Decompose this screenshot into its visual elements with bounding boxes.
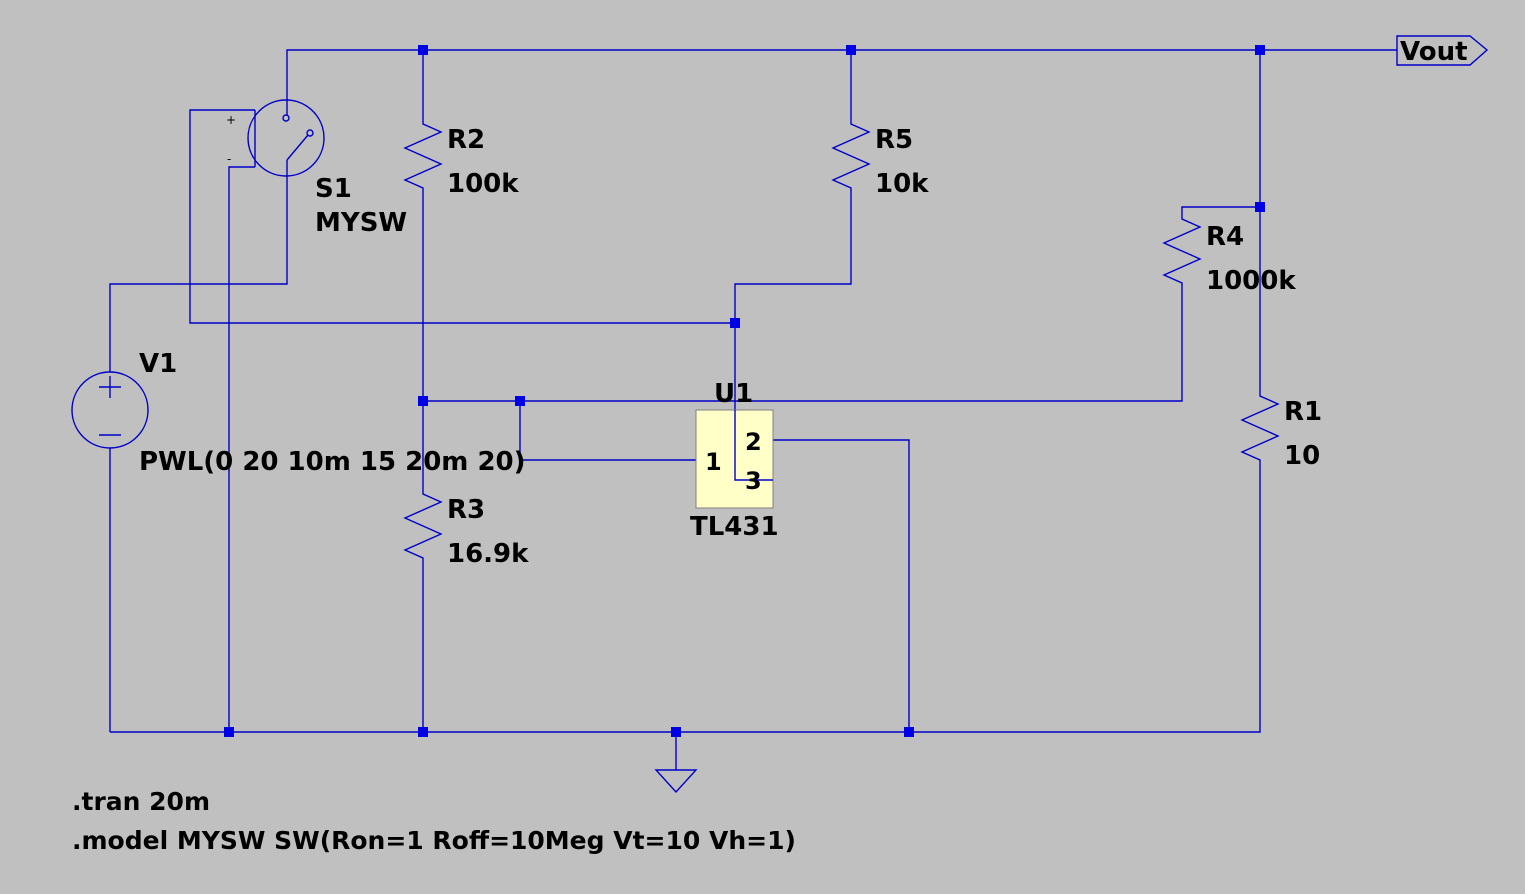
wire-top-rail[interactable] — [286, 49, 1397, 100]
junctions — [224, 45, 1265, 737]
resistor-r4[interactable] — [1162, 213, 1202, 294]
v1-value[interactable]: PWL(0 20 10m 15 20m 20) — [139, 447, 526, 477]
r4-value[interactable]: 1000k — [1206, 266, 1296, 296]
wire-ref-to-u1-pin1[interactable] — [519, 401, 696, 461]
resistor-r5[interactable] — [831, 118, 871, 196]
v1-ref[interactable]: V1 — [139, 349, 177, 379]
r5-value[interactable]: 10k — [875, 169, 929, 199]
junction-dot[interactable] — [904, 727, 914, 737]
r2-value[interactable]: 100k — [447, 169, 519, 199]
ground-icon — [654, 769, 698, 794]
junction-dot[interactable] — [418, 45, 428, 55]
u1-pin3-label: 3 — [745, 467, 762, 495]
junction-dot[interactable] — [1255, 202, 1265, 212]
resistor-icon — [1162, 213, 1202, 294]
resistor-icon — [403, 118, 443, 196]
resistor-r1[interactable] — [1240, 390, 1280, 470]
junction-dot[interactable] — [418, 396, 428, 406]
wires — [109, 49, 1397, 770]
junction-dot[interactable] — [224, 727, 234, 737]
resistor-r2[interactable] — [403, 118, 443, 196]
r5-ref[interactable]: R5 — [875, 125, 913, 155]
s1-minus-mark: - — [227, 152, 231, 166]
junction-dot[interactable] — [730, 318, 740, 328]
voltage-controlled-switch-icon — [247, 99, 325, 177]
junction-dot[interactable] — [418, 727, 428, 737]
ic-u1[interactable]: 1 2 3 — [695, 409, 774, 509]
resistor-r3[interactable] — [403, 488, 443, 566]
wire-r1-bottom[interactable] — [110, 470, 1261, 733]
r3-ref[interactable]: R3 — [447, 495, 485, 525]
wire-s1-ctrl-plus[interactable] — [189, 109, 735, 324]
junction-dot[interactable] — [846, 45, 856, 55]
r1-value[interactable]: 10 — [1284, 441, 1320, 471]
s1-ref[interactable]: S1 — [315, 174, 352, 204]
u1-pin1-label: 1 — [705, 448, 722, 476]
wire-r4-top[interactable] — [1181, 206, 1260, 213]
component-labels: R2 100k R5 10k R4 1000k R1 10 R3 16.9k S… — [139, 125, 1322, 569]
junction-dot[interactable] — [1255, 45, 1265, 55]
voltage-source-icon — [71, 371, 149, 449]
u1-value[interactable]: TL431 — [690, 512, 779, 542]
r1-ref[interactable]: R1 — [1284, 397, 1322, 427]
directive-model[interactable]: .model MYSW SW(Ron=1 Roff=10Meg Vt=10 Vh… — [72, 826, 796, 855]
u1-pin2-label: 2 — [745, 428, 762, 456]
output-port-icon — [1396, 35, 1489, 66]
junction-dot[interactable] — [671, 727, 681, 737]
wire-s1-to-v1[interactable] — [109, 175, 288, 372]
directive-tran[interactable]: .tran 20m — [72, 787, 210, 816]
spice-directives: .tran 20m .model MYSW SW(Ron=1 Roff=10Me… — [72, 787, 796, 855]
r3-value[interactable]: 16.9k — [447, 539, 529, 569]
s1-value[interactable]: MYSW — [315, 208, 407, 238]
resistor-icon — [1240, 390, 1280, 470]
net-label-text: Vout — [1400, 37, 1468, 67]
wire-r4-bottom[interactable] — [423, 294, 1183, 402]
resistor-icon — [403, 488, 443, 566]
u1-ref[interactable]: U1 — [714, 379, 753, 409]
s1-plus-mark: + — [226, 113, 236, 127]
junction-dot[interactable] — [515, 396, 525, 406]
r4-ref[interactable]: R4 — [1206, 222, 1244, 252]
ic-internal-wire — [734, 410, 773, 481]
switch-s1[interactable]: + - — [226, 99, 325, 177]
resistor-icon — [831, 118, 871, 196]
ground-symbol[interactable] — [654, 769, 698, 794]
wire-u1-pin2[interactable] — [773, 439, 910, 732]
wire-s1-ctrl-minus[interactable] — [228, 166, 255, 732]
r2-ref[interactable]: R2 — [447, 125, 485, 155]
voltage-source-v1[interactable] — [71, 371, 149, 449]
net-label-vout[interactable]: Vout — [1396, 35, 1489, 67]
